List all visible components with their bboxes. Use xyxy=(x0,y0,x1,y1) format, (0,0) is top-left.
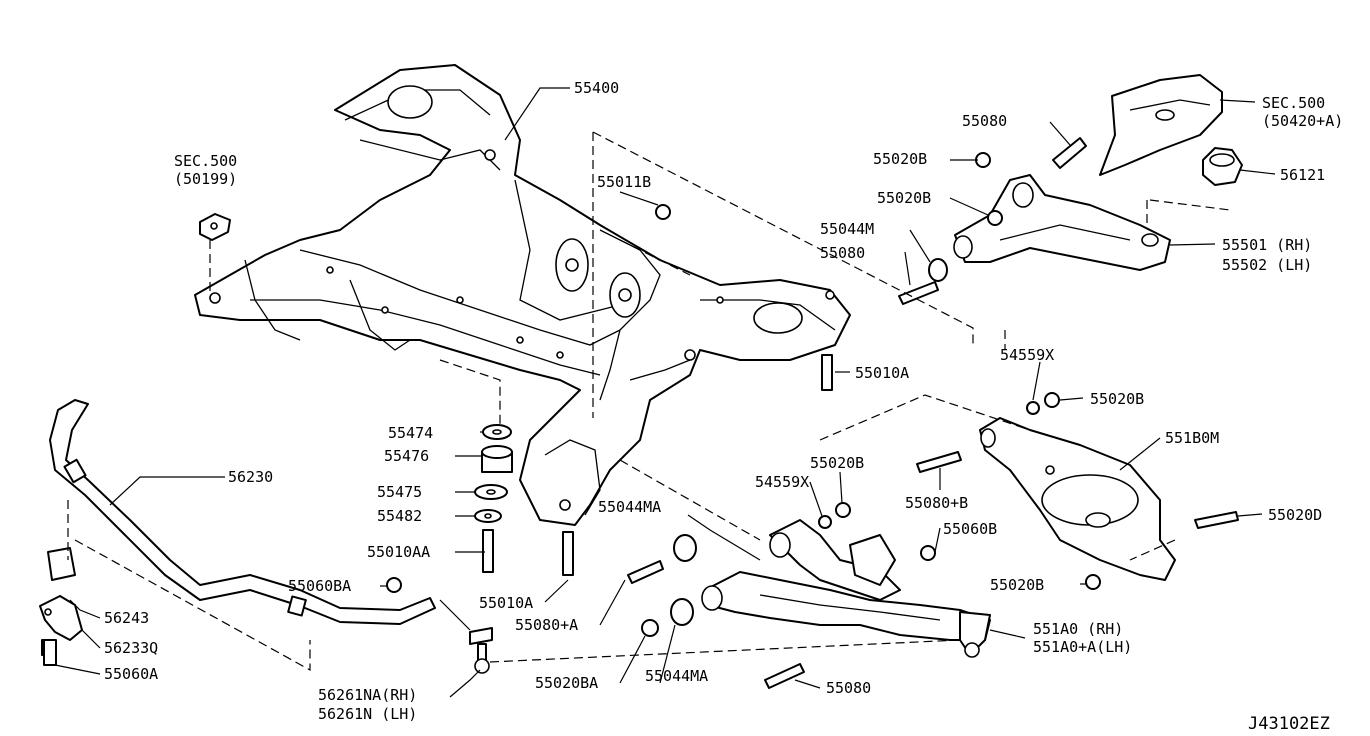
label-55400: 55400 xyxy=(574,79,619,97)
part-labels: 55400 SEC.500 (50199) 55011B 55080 55020… xyxy=(104,79,1343,734)
label-56243: 56243 xyxy=(104,609,149,627)
label-55080a: 55080+A xyxy=(515,616,578,634)
label-55080-top: 55080 xyxy=(962,112,1007,130)
label-54559x-2: 54559X xyxy=(755,473,809,491)
label-56261na: 56261NA(RH) xyxy=(318,686,417,704)
label-55011b: 55011B xyxy=(597,173,651,191)
diagram-code: J43102EZ xyxy=(1248,714,1330,734)
label-sec500-b: (50199) xyxy=(174,170,237,188)
label-55020b-1: 55020B xyxy=(873,150,927,168)
label-55044ma-1: 55044MA xyxy=(598,498,661,516)
nuts-washers xyxy=(386,152,1101,637)
bolts xyxy=(43,137,1239,689)
bushing-clamp xyxy=(39,547,83,656)
label-54559x-1: 54559X xyxy=(1000,346,1054,364)
label-55020b-5: 55020B xyxy=(990,576,1044,594)
label-55501: 55501 (RH) xyxy=(1222,236,1312,254)
label-sec500-d: (50420+A) xyxy=(1262,112,1343,130)
label-56230: 56230 xyxy=(228,468,273,486)
label-sec500-c: SEC.500 xyxy=(1262,94,1325,112)
engine-mount-bracket xyxy=(1099,74,1223,176)
label-55080b: 55080+B xyxy=(905,494,968,512)
link-55501-55502 xyxy=(953,174,1171,271)
label-55044ma-2: 55044MA xyxy=(645,667,708,685)
bracket-50199 xyxy=(199,213,231,241)
label-55060a: 55060A xyxy=(104,665,158,683)
label-55502: 55502 (LH) xyxy=(1222,256,1312,274)
stabilizer-link xyxy=(439,599,493,674)
label-55476: 55476 xyxy=(384,447,429,465)
link-rod xyxy=(769,519,901,601)
bushing-stack xyxy=(474,424,513,523)
label-55044m: 55044M xyxy=(820,220,874,238)
label-55080-bottom: 55080 xyxy=(826,679,871,697)
reference-lines xyxy=(67,131,1231,672)
label-551b0m: 551B0M xyxy=(1165,429,1219,447)
label-55475: 55475 xyxy=(377,483,422,501)
label-55010a-2: 55010A xyxy=(479,594,533,612)
label-55010a: 55010A xyxy=(855,364,909,382)
label-sec500-a: SEC.500 xyxy=(174,152,237,170)
label-55474: 55474 xyxy=(388,424,433,442)
arm-551b0m xyxy=(979,417,1176,581)
label-55020ba: 55020BA xyxy=(535,674,598,692)
label-55020d: 55020D xyxy=(1268,506,1322,524)
label-55482: 55482 xyxy=(377,507,422,525)
label-551a0a: 551A0+A(LH) xyxy=(1033,638,1132,656)
leader-lines xyxy=(54,87,1276,698)
label-55060b: 55060B xyxy=(943,520,997,538)
suspension-member xyxy=(194,64,851,526)
label-56233q: 56233Q xyxy=(104,639,158,657)
label-55020b-2: 55020B xyxy=(877,189,931,207)
label-55060ba: 55060BA xyxy=(288,577,351,595)
label-551a0: 551A0 (RH) xyxy=(1033,620,1123,638)
label-56261n: 56261N (LH) xyxy=(318,705,417,723)
insulator-56121 xyxy=(1202,147,1243,186)
label-56121: 56121 xyxy=(1280,166,1325,184)
stabilizer-bar xyxy=(49,399,436,625)
label-55010aa: 55010AA xyxy=(367,543,430,561)
label-55080-2: 55080 xyxy=(820,244,865,262)
arm-551a0 xyxy=(701,571,991,658)
label-55020b-4: 55020B xyxy=(810,454,864,472)
label-55020b-3: 55020B xyxy=(1090,390,1144,408)
